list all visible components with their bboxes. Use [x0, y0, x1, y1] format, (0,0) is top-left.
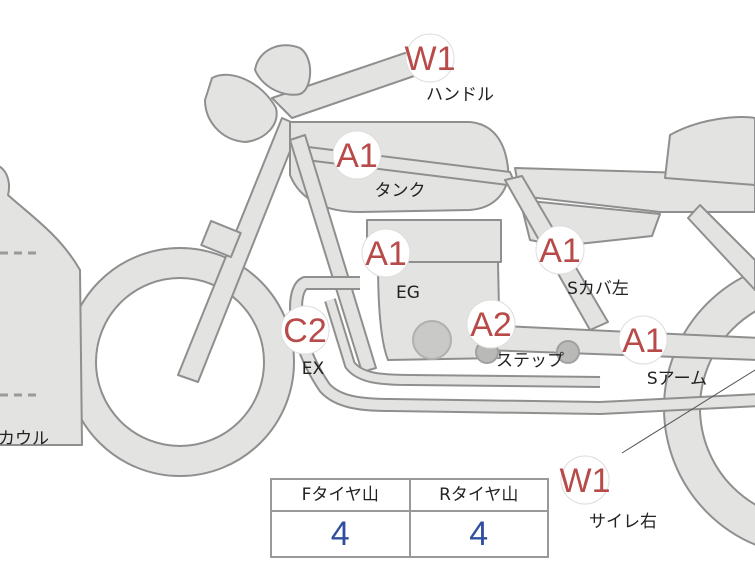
part-label: EX [302, 359, 325, 379]
rear-tire-column: Rタイヤ山 4 [408, 480, 547, 556]
fork-clamp [200, 219, 242, 259]
rear-shock [687, 204, 755, 291]
exhaust-pipe-2-inner [326, 298, 601, 386]
handle-grip [254, 44, 312, 96]
part-badge-handle: W1 ハンドル [405, 33, 494, 105]
part-code: W1 [560, 462, 611, 500]
part-label: サイレ右 [589, 512, 657, 532]
part-label: Sアーム [647, 369, 707, 389]
part-badge-circle [405, 33, 455, 83]
step-peg-right [556, 340, 580, 364]
part-badge-circle [560, 455, 610, 505]
part-badge-tank: A1 タンク [332, 130, 426, 201]
part-code: A1 [336, 137, 378, 175]
part-label: ハンドル [426, 85, 494, 105]
part-label: EG [396, 283, 420, 303]
leader-line [621, 369, 755, 454]
front-tire-value: 4 [330, 514, 350, 553]
part-code: A2 [470, 306, 512, 344]
tail-cowl [664, 115, 755, 186]
front-cowl [0, 165, 83, 446]
tire-tread-table: Fタイヤ山 4 Rタイヤ山 4 [270, 478, 549, 558]
exhaust-pipe-inner [291, 278, 755, 413]
part-badge-circle [332, 130, 382, 180]
part-badge-step: A2 ステップ [466, 299, 564, 371]
frame-down [289, 134, 377, 373]
cowl-label: カウル [0, 429, 49, 449]
part-code: A1 [539, 232, 581, 270]
part-badge-silencer-right: W1 サイレ右 [560, 455, 657, 532]
front-tire-column: Fタイヤ山 4 [272, 480, 409, 556]
part-badge-circle [618, 315, 668, 365]
part-badge-circle [280, 305, 330, 355]
part-badge-circle [361, 228, 411, 278]
part-badge-circle [535, 225, 585, 275]
front-tire-header: Fタイヤ山 [272, 480, 409, 512]
part-label: タンク [375, 181, 426, 201]
part-code: C2 [283, 312, 326, 350]
rear-tire-value: 4 [469, 514, 489, 553]
front-wheel-hub [95, 277, 265, 447]
part-label: ステップ [496, 351, 564, 371]
part-label: Sカバ左 [567, 279, 629, 299]
part-code: A1 [622, 322, 664, 360]
part-code: W1 [405, 40, 456, 78]
part-code: A1 [365, 235, 407, 273]
engine-cover [412, 320, 452, 360]
part-badge-circle [466, 299, 516, 349]
rear-tire-header: Rタイヤ山 [410, 480, 547, 512]
headlight [204, 73, 278, 143]
